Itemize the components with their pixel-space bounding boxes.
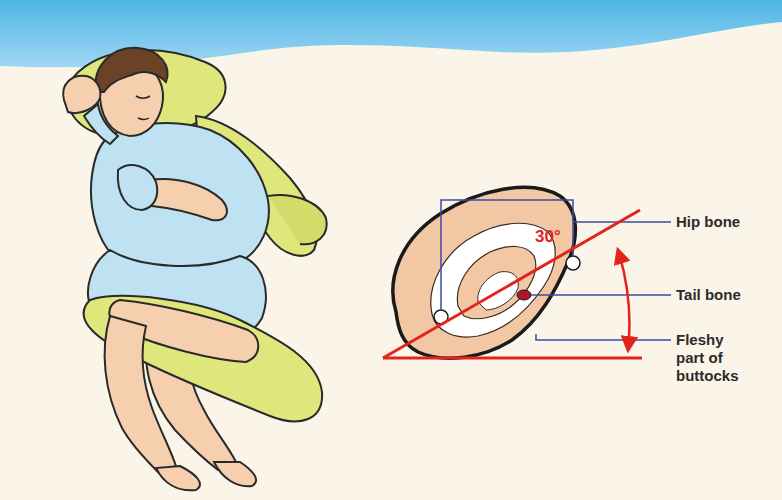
leader-line	[531, 294, 671, 296]
angle-label: 30°	[535, 228, 561, 246]
tilt-line	[383, 210, 640, 358]
tail-bone-marker	[517, 290, 531, 300]
leader-line	[536, 334, 671, 340]
angle-arc	[618, 250, 629, 350]
buttock-section	[393, 187, 575, 358]
hip-bone-marker	[566, 256, 580, 270]
arm	[150, 179, 227, 220]
part-label: Tail bone	[676, 286, 741, 304]
baseline	[383, 357, 642, 360]
hair	[95, 48, 167, 92]
leader-line	[441, 200, 573, 310]
part-label: Fleshy part of buttocks	[676, 331, 750, 385]
part-label: Hip bone	[676, 213, 740, 231]
